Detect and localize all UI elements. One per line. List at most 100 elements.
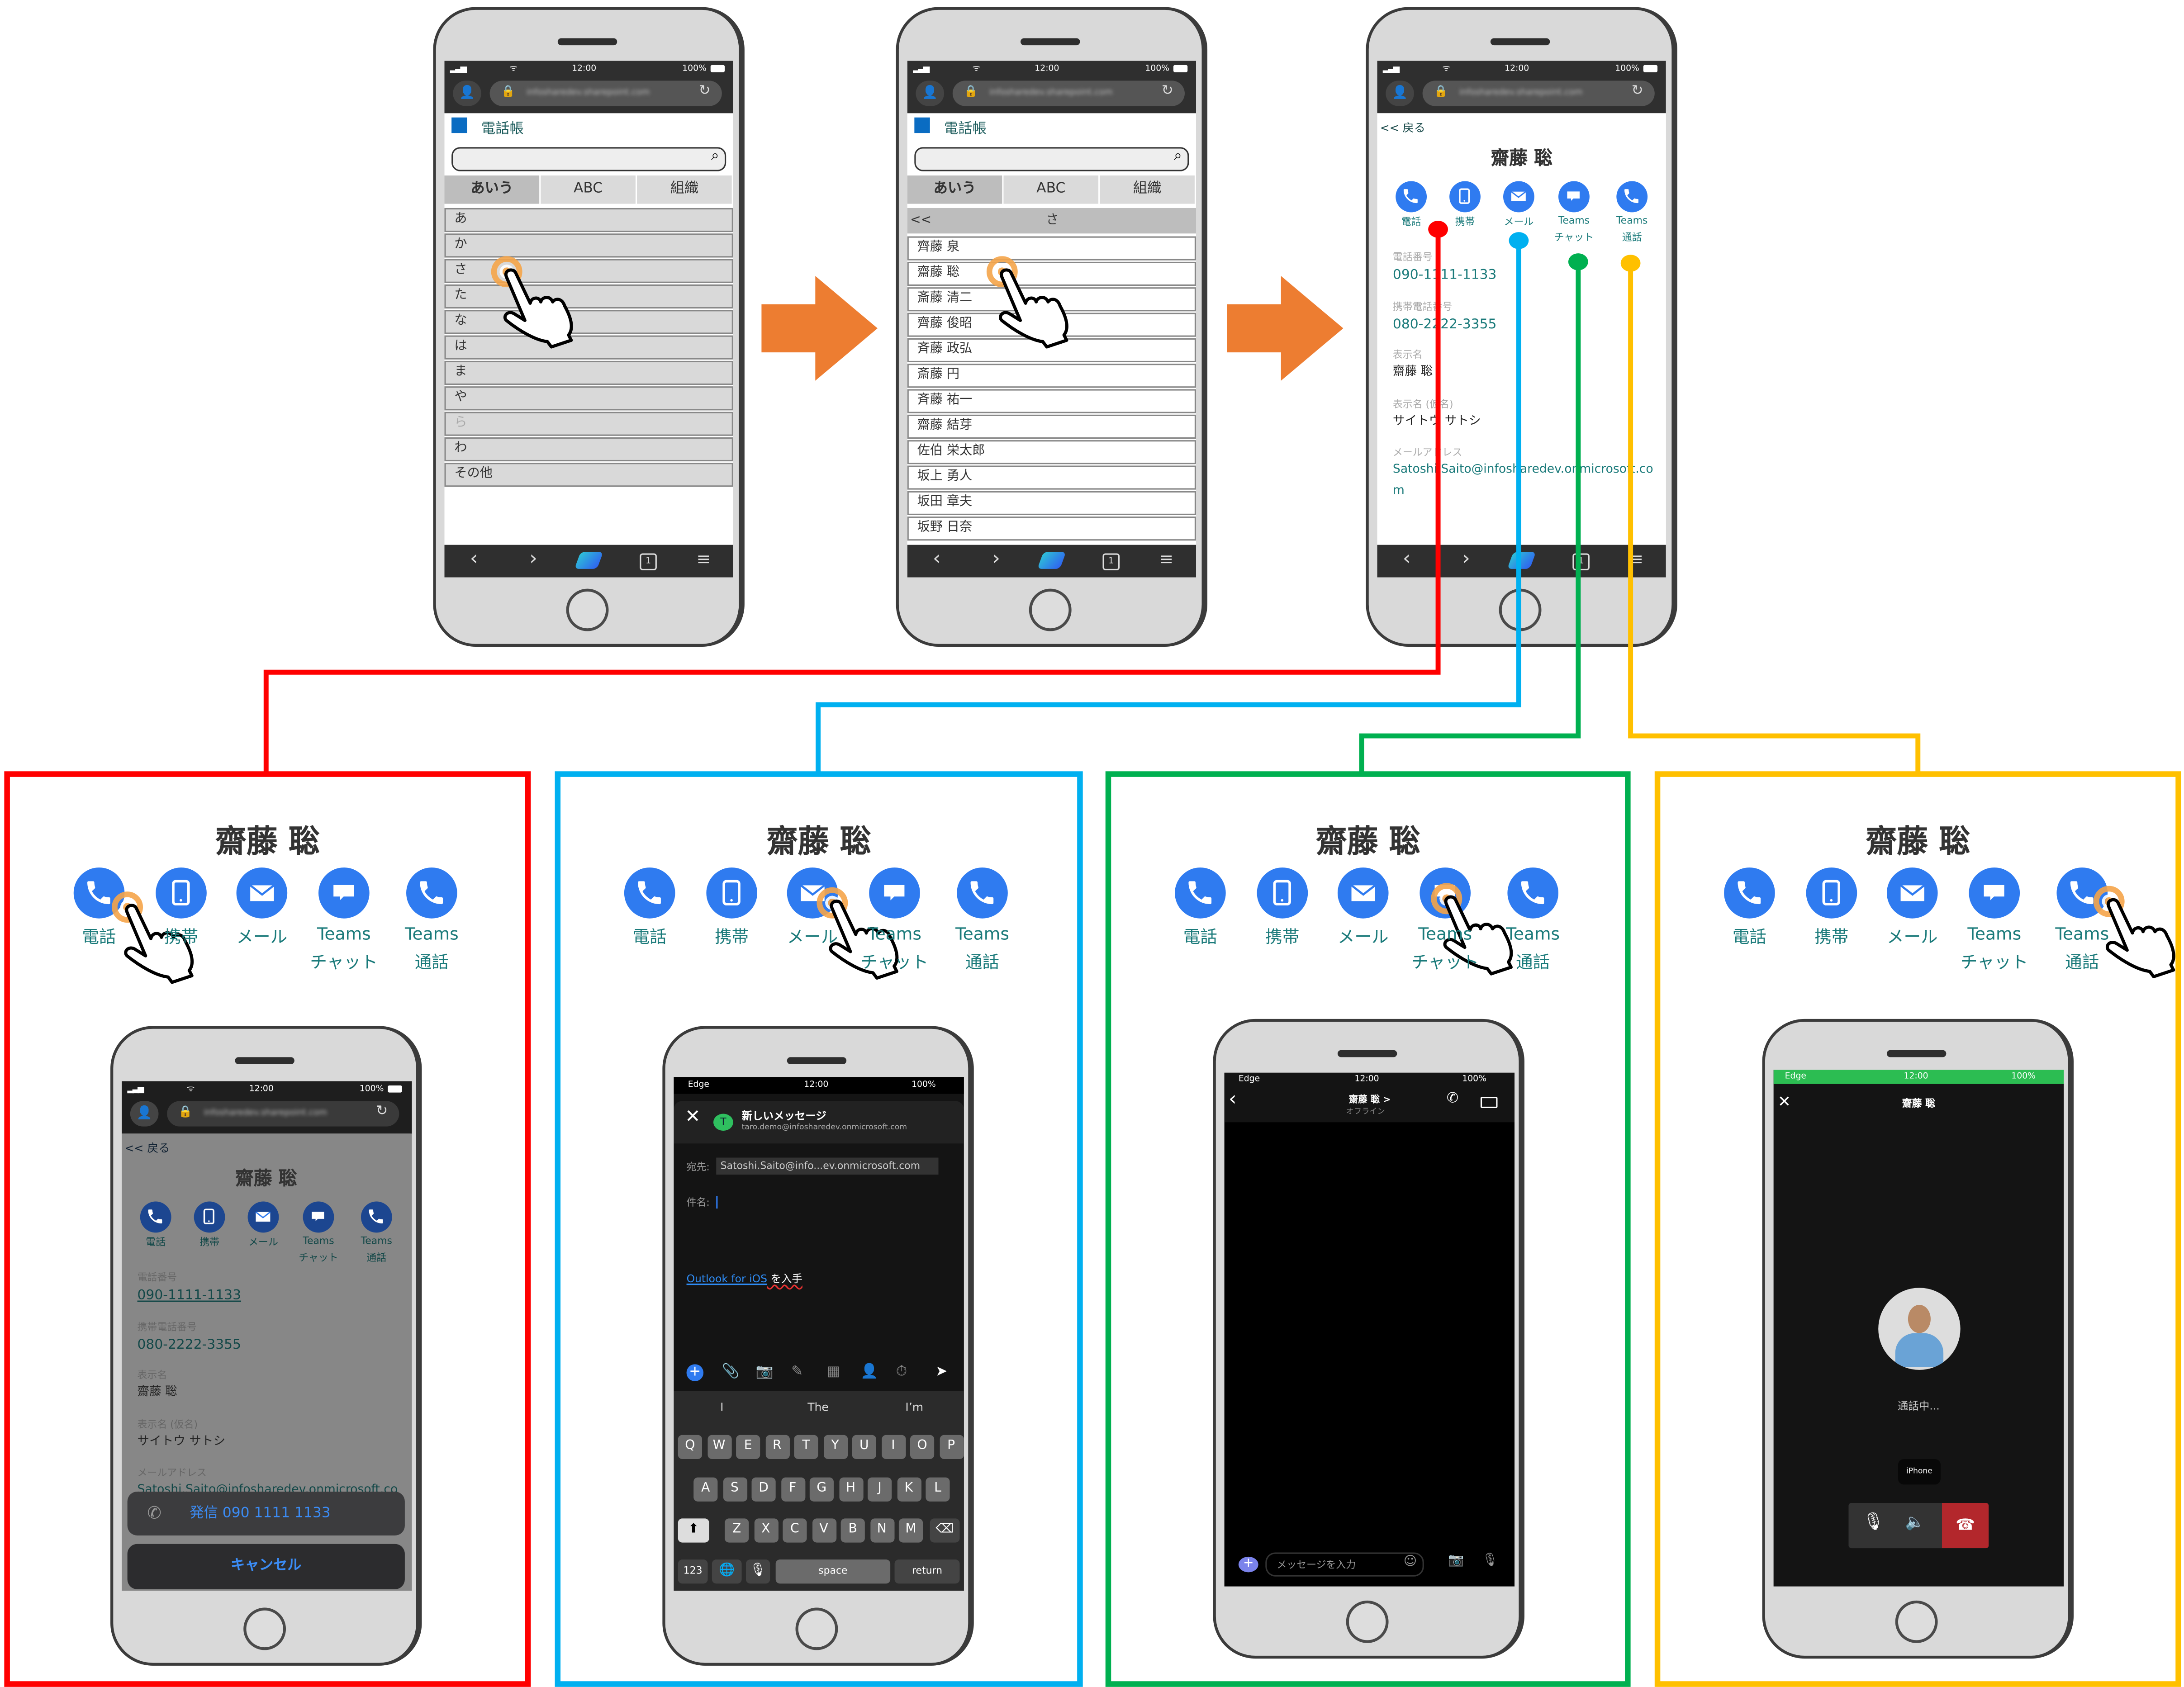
emoji-icon[interactable]: ☺ — [1403, 1555, 1417, 1570]
tabs-icon[interactable]: 1 — [1572, 553, 1590, 570]
schedule-send-icon[interactable]: ⏱ — [896, 1364, 907, 1380]
subject-input[interactable] — [716, 1196, 718, 1209]
get-outlook-link[interactable]: Outlook for iOS — [686, 1272, 768, 1285]
name-row[interactable]: 齊藤 泉 — [907, 236, 1196, 261]
menu-icon[interactable]: ≡ — [696, 549, 711, 569]
action-phone-button[interactable] — [1616, 181, 1648, 213]
action-mobile-button[interactable] — [1257, 867, 1308, 919]
name-row[interactable]: 坂上 勇人 — [907, 465, 1196, 490]
key-z[interactable]: Z — [725, 1518, 749, 1543]
action-chat-button[interactable] — [1558, 181, 1590, 213]
action-mail-button[interactable] — [247, 1201, 279, 1233]
reload-icon[interactable]: ↻ — [1631, 83, 1643, 100]
profile-icon[interactable]: 👤 — [453, 81, 481, 106]
name-row[interactable]: 齋藤 結芽 — [907, 414, 1196, 439]
search-icon[interactable]: ⌕ — [711, 148, 719, 164]
key-e[interactable]: E — [736, 1435, 760, 1459]
camera-icon[interactable]: 📷 — [1448, 1554, 1464, 1568]
action-mobile-button[interactable] — [156, 867, 207, 919]
calendar-icon[interactable]: ▦ — [826, 1364, 840, 1380]
back-icon[interactable]: ‹ — [1402, 547, 1411, 570]
key-k[interactable]: K — [897, 1477, 921, 1501]
key-o[interactable]: O — [910, 1435, 935, 1459]
name-row[interactable]: 斎藤 円 — [907, 364, 1196, 388]
action-chat-button[interactable] — [318, 867, 370, 919]
action-mail-button[interactable] — [1886, 867, 1938, 919]
dial-sheet-cancel[interactable]: キャンセル — [127, 1544, 405, 1589]
sender-address[interactable]: taro.demo@infosharedev.onmicrosoft.com — [741, 1123, 907, 1133]
call-icon[interactable]: ✆ — [1446, 1091, 1459, 1107]
key-v[interactable]: V — [812, 1518, 836, 1543]
tab-0[interactable]: あいう — [907, 175, 1002, 204]
reload-icon[interactable]: ↻ — [1161, 83, 1173, 100]
tab-0[interactable]: あいう — [444, 175, 540, 204]
search-input[interactable]: ⌕ — [451, 147, 726, 171]
dictation-key[interactable]: 🎙 — [745, 1559, 770, 1584]
mic-button[interactable]: 🎙 — [1862, 1511, 1885, 1531]
action-phone-button[interactable] — [1507, 867, 1559, 919]
mic-icon[interactable]: 🎙 — [1482, 1554, 1498, 1568]
key-i[interactable]: I — [881, 1435, 905, 1459]
action-mobile-button[interactable] — [706, 867, 758, 919]
shift-key[interactable]: ⬆ — [678, 1518, 709, 1543]
address-bar[interactable]: 🔒infosharedev.sharepoint.com↻ — [167, 1101, 399, 1127]
action-phone-button[interactable] — [1396, 181, 1427, 213]
kana-row[interactable]: ら — [444, 412, 733, 436]
action-phone-button[interactable] — [624, 867, 675, 919]
name-row[interactable]: 齋藤 聡 — [907, 261, 1196, 286]
back-link[interactable]: << — [910, 213, 932, 228]
tab-1[interactable]: ABC — [1003, 175, 1099, 204]
field-link[interactable]: 090-1111-1133 — [137, 1288, 242, 1303]
action-phone-button[interactable] — [361, 1201, 392, 1233]
action-chat-button[interactable] — [869, 867, 920, 919]
space-key[interactable]: space — [775, 1559, 891, 1584]
return-key[interactable]: return — [894, 1559, 960, 1584]
name-row[interactable]: 佐伯 栄太郎 — [907, 440, 1196, 464]
key-r[interactable]: R — [765, 1435, 789, 1459]
action-mail-button[interactable] — [236, 867, 288, 919]
tabs-icon[interactable]: 1 — [640, 553, 657, 570]
kana-row[interactable]: か — [444, 233, 733, 258]
kana-row[interactable]: その他 — [444, 463, 733, 487]
action-phone-button[interactable] — [957, 867, 1008, 919]
name-row[interactable]: 坂田 章夫 — [907, 491, 1196, 515]
key-b[interactable]: B — [840, 1518, 865, 1543]
key-h[interactable]: H — [838, 1477, 863, 1501]
add-icon[interactable]: + — [686, 1364, 704, 1381]
key-n[interactable]: N — [869, 1518, 894, 1543]
back-icon[interactable]: ‹ — [470, 547, 478, 570]
format-icon[interactable]: ✎ — [791, 1364, 803, 1380]
kana-row[interactable]: は — [444, 335, 733, 360]
people-icon[interactable]: 👤 — [860, 1364, 878, 1380]
globe-key[interactable]: 🌐 — [712, 1559, 742, 1584]
key-u[interactable]: U — [852, 1435, 876, 1459]
name-row[interactable]: 坂野 日奈 — [907, 517, 1196, 541]
home-button[interactable] — [1029, 588, 1072, 631]
video-icon[interactable] — [1480, 1096, 1498, 1109]
kana-row[interactable]: た — [444, 284, 733, 309]
key-f[interactable]: F — [780, 1477, 805, 1501]
kana-row[interactable]: あ — [444, 208, 733, 232]
key-c[interactable]: C — [783, 1518, 807, 1543]
forward-icon[interactable]: › — [529, 547, 537, 570]
back-icon[interactable]: ‹ — [1228, 1088, 1237, 1111]
key-j[interactable]: J — [868, 1477, 892, 1501]
hang-up-button[interactable]: ☎ — [1942, 1502, 1989, 1549]
address-bar[interactable]: 🔒infosharedev.sharepoint.com↻ — [952, 81, 1185, 106]
field-link[interactable]: 080-2222-3355 — [1392, 316, 1497, 332]
key-s[interactable]: S — [722, 1477, 747, 1501]
close-icon[interactable]: ✕ — [685, 1106, 701, 1128]
profile-icon[interactable]: 👤 — [1386, 81, 1414, 106]
key-l[interactable]: L — [926, 1477, 950, 1501]
action-mobile-button[interactable] — [1449, 181, 1481, 213]
tab-2[interactable]: 組織 — [1100, 175, 1195, 204]
key-123[interactable]: 123 — [678, 1559, 708, 1584]
key-q[interactable]: Q — [678, 1435, 702, 1459]
tab-1[interactable]: ABC — [541, 175, 636, 204]
forward-icon[interactable]: › — [1462, 547, 1470, 570]
back-link[interactable]: << 戻る — [1380, 122, 1425, 135]
home-button[interactable] — [1346, 1600, 1389, 1643]
suggestion[interactable]: I — [720, 1401, 724, 1414]
key-w[interactable]: W — [707, 1435, 731, 1459]
action-phone-button[interactable] — [1175, 867, 1226, 919]
